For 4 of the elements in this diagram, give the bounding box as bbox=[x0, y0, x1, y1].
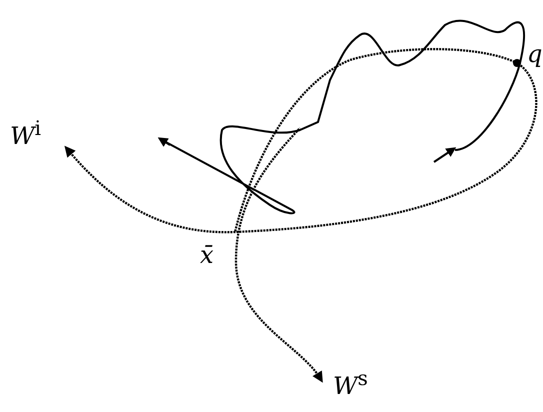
point-label: q bbox=[527, 42, 542, 66]
manifold-label: W$^{i}$ bbox=[10, 118, 42, 148]
point-label: x̄ bbox=[200, 243, 214, 267]
manifold-label: W$^{s}$ bbox=[333, 368, 368, 398]
